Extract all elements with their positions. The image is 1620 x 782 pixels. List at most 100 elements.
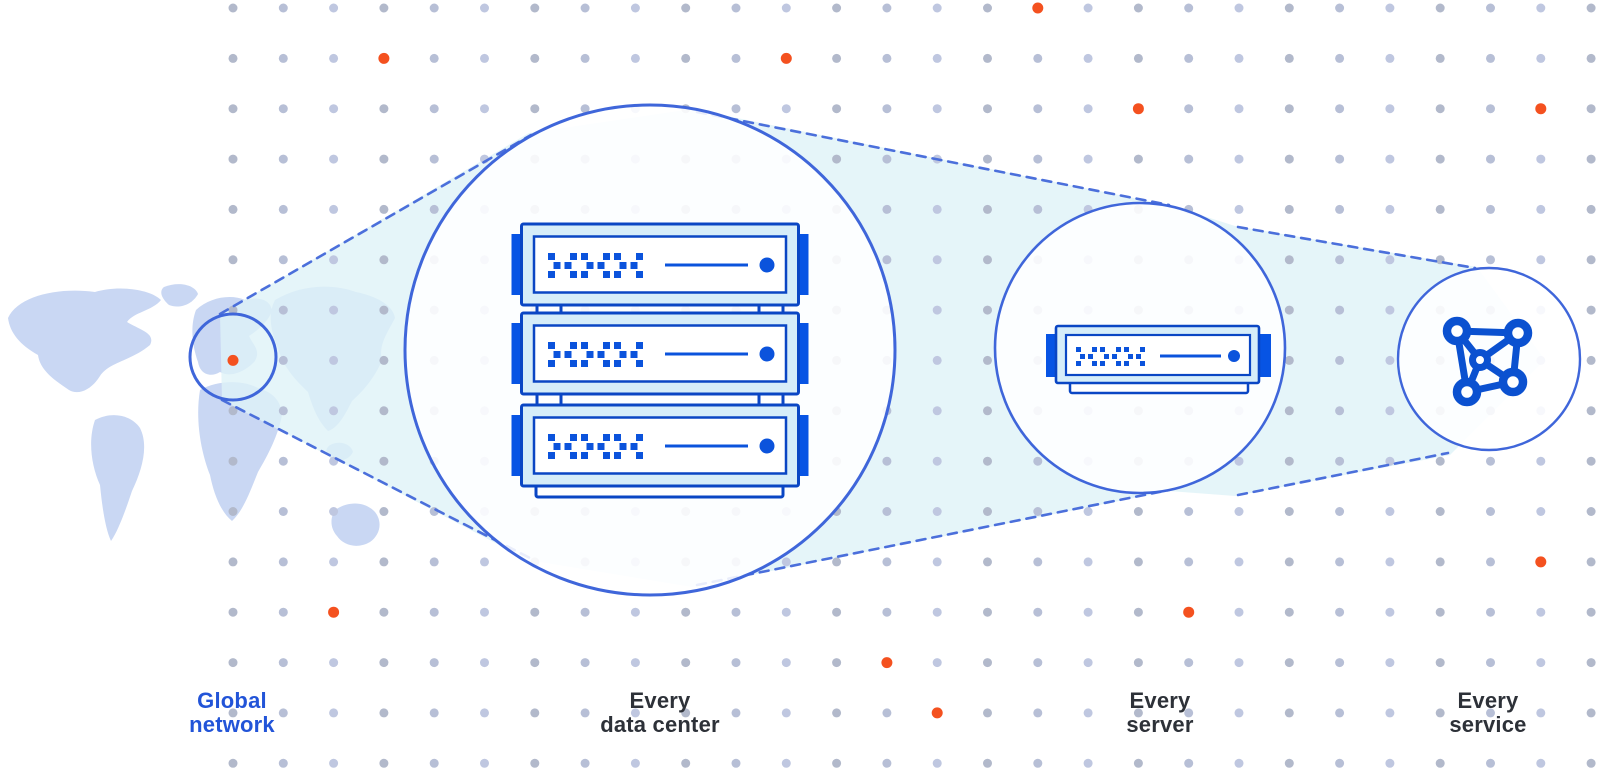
grid-dot: [781, 607, 791, 617]
grid-dot: [228, 607, 238, 617]
vent-square: [636, 253, 643, 260]
grid-dot: [882, 204, 892, 214]
grid-dot: [1385, 557, 1395, 567]
grid-dot: [1284, 104, 1294, 114]
grid-dot: [932, 658, 942, 668]
vent-square: [548, 271, 555, 278]
grid-dot: [278, 758, 288, 768]
vent-square: [614, 271, 621, 278]
grid-dot: [1284, 607, 1294, 617]
grid-dot: [983, 204, 992, 214]
grid-dot: [630, 607, 640, 617]
grid-dot: [1133, 53, 1143, 63]
grid-dot: [379, 104, 389, 114]
grid-dot: [983, 355, 992, 365]
grid-dot: [1184, 507, 1194, 516]
grid-dot: [379, 758, 389, 768]
grid-dot: [278, 406, 288, 416]
grid-dot: [1184, 658, 1194, 668]
grid-dot: [1033, 507, 1043, 516]
grid-dot: [1486, 708, 1495, 718]
globe-region-circle: [188, 312, 278, 402]
grid-dot: [429, 658, 439, 668]
grid-dot: [1385, 104, 1395, 114]
grid-dot: [832, 104, 842, 114]
vent-square: [570, 253, 577, 260]
mesh-node-center: [1469, 349, 1491, 371]
vent-square: [630, 443, 638, 450]
grid-dot: [1184, 104, 1194, 114]
grid-dot: [429, 154, 439, 164]
grid-dot: [1385, 406, 1395, 416]
vent-square: [564, 443, 572, 450]
grid-dot: [228, 305, 238, 315]
grid-dot: [1586, 255, 1596, 265]
grid-dot: [1083, 3, 1093, 13]
grid-dot: [731, 53, 741, 63]
mesh-nodes: [1442, 316, 1533, 407]
grid-dot: [1083, 658, 1093, 668]
grid-dot: [1586, 708, 1596, 718]
grid-dot: [1133, 154, 1143, 164]
grid-dot: [278, 3, 288, 13]
server-unit: [511, 311, 809, 396]
grid-dot: [832, 3, 842, 13]
grid-dot: [329, 758, 339, 768]
dashed-connectors: [218, 110, 1477, 587]
grid-dot: [781, 3, 791, 13]
map-greenland: [161, 284, 198, 307]
vent-square: [564, 262, 572, 269]
grid-dot: [781, 557, 791, 567]
grid-dot: [1284, 204, 1294, 214]
grid-dot: [1184, 3, 1194, 13]
grid-dot: [1486, 507, 1495, 516]
grid-dot: [379, 658, 389, 668]
orange-location-dot: [1183, 606, 1195, 618]
grid-dot: [1385, 708, 1395, 718]
vent-square: [603, 452, 610, 459]
grid-dot: [932, 607, 942, 617]
vent-square: [614, 253, 621, 260]
grid-dot: [329, 53, 339, 63]
grid-dot: [731, 758, 741, 768]
vent-square: [603, 342, 610, 349]
grid-dot: [1234, 456, 1244, 466]
grid-dot: [1133, 3, 1143, 13]
grid-dot: [1083, 507, 1093, 516]
grid-dot: [228, 3, 238, 13]
grid-dot: [530, 658, 540, 668]
vent-square: [1140, 361, 1145, 366]
grid-dot: [882, 53, 892, 63]
grid-dot: [1435, 758, 1445, 768]
vent-square: [570, 342, 577, 349]
grid-dot: [580, 607, 590, 617]
grid-dot: [1385, 3, 1395, 13]
grid-dot: [1586, 607, 1596, 617]
grid-dot: [1284, 507, 1294, 516]
grid-dot: [1284, 305, 1294, 315]
grid-dot: [429, 204, 439, 214]
vent-square: [1104, 354, 1109, 359]
grid-dot: [983, 708, 992, 718]
vent-square: [548, 360, 555, 367]
vent-square: [636, 342, 643, 349]
vent-square: [1140, 347, 1145, 352]
vent-square: [614, 342, 621, 349]
grid-dot: [1586, 53, 1596, 63]
vent-square: [581, 360, 588, 367]
vent-square: [619, 262, 627, 269]
grid-dot: [983, 658, 992, 668]
grid-dot: [1083, 53, 1093, 63]
grid-dot: [1033, 708, 1043, 718]
grid-dot: [1133, 658, 1143, 668]
vent-square: [1116, 361, 1121, 366]
grid-dot: [329, 658, 339, 668]
grid-dot: [731, 607, 741, 617]
orange-location-dot: [227, 354, 239, 366]
dash-top-2: [695, 110, 1171, 207]
grid-dot: [379, 557, 389, 567]
grid-dot: [228, 255, 238, 265]
grid-dot: [1586, 104, 1596, 114]
grid-dot: [1083, 708, 1093, 718]
grid-dot: [1335, 557, 1345, 567]
